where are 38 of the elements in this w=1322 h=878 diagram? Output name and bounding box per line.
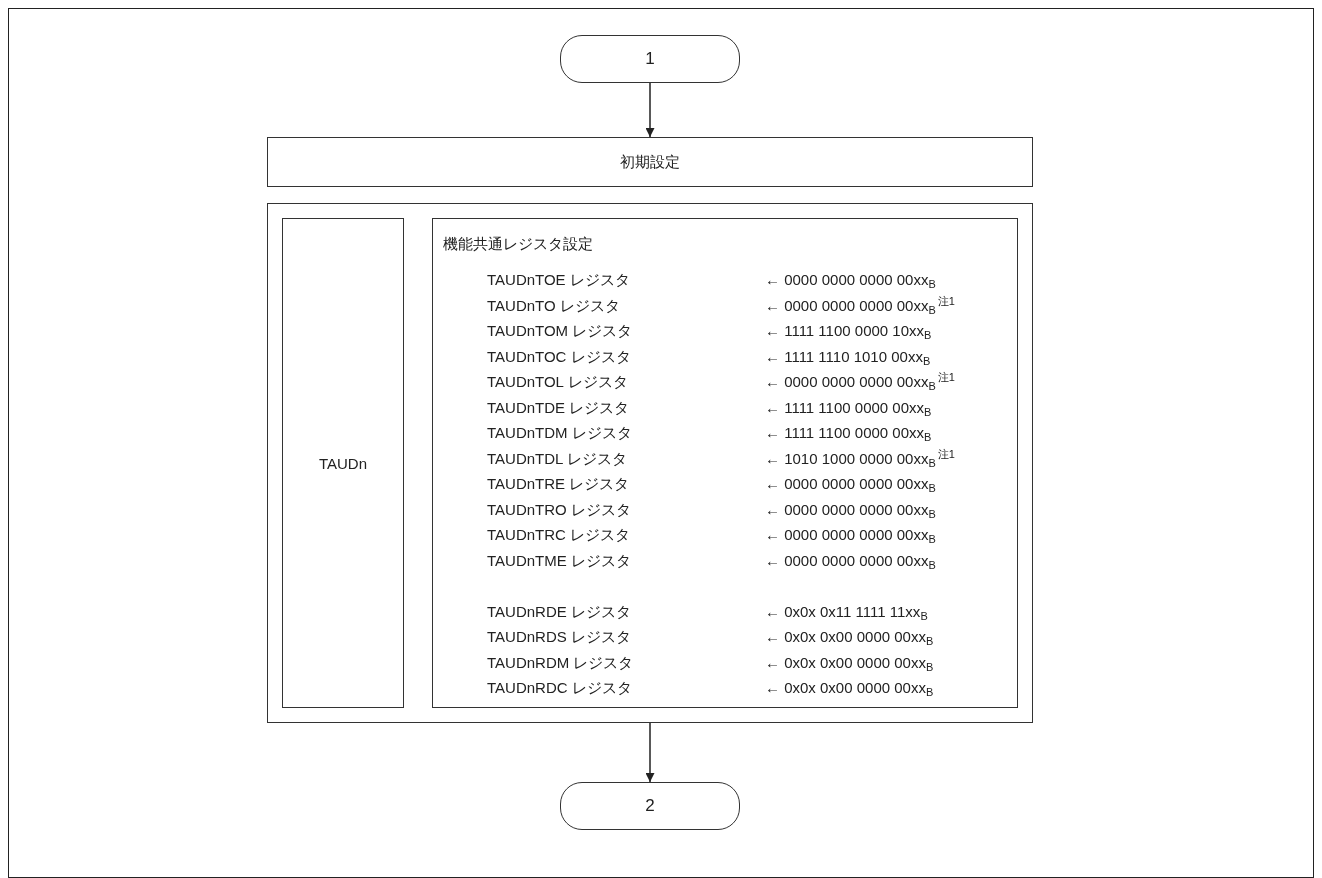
arrow [645,722,655,783]
register-name: TAUDnRDE レジスタ [487,602,631,621]
register-value: ← 0x0x 0x00 0000 00xx$_{B}$ [765,679,934,697]
register-name: TAUDnTDE レジスタ [487,398,630,417]
heading: 機能共通レジスタ設定 [443,235,593,253]
process-box: 初期設定 [267,137,1033,187]
register-name: TAUDnTDL レジスタ [487,449,627,468]
register-value: ← 1111 1110 1010 00xx$_{B}$ [765,347,931,366]
register-value: ← 0x0x 0x00 0000 00xx$_{B}$ [765,653,934,672]
register-name: TAUDnTOC レジスタ [487,347,631,366]
register-name: TAUDnTOE レジスタ [487,271,630,289]
register-value: ← 0000 0000 0000 00xx$_{B}$ [765,271,936,289]
register-name: TAUDnTOL レジスタ [487,373,628,391]
process-box: TAUDn [282,218,404,708]
register-name: TAUDnTRE レジスタ [487,475,630,493]
group-box [267,203,1033,723]
register-value: ← 1111 1100 0000 00xx$_{B}$ [765,398,932,417]
register-value: ← 0000 0000 0000 00xx$_{B}$ [765,500,936,519]
register-value: ← 1111 1100 0000 10xx$_{B}$ [765,322,932,340]
register-value: ← 0000 0000 0000 00xx$_{B}$ [765,475,936,493]
terminator: 1 [560,35,740,83]
register-name: TAUDnTOM レジスタ [487,322,633,340]
register-name: TAUDnTME レジスタ [487,551,631,570]
process-box [432,218,1018,708]
register-name: TAUDnRDS レジスタ [487,628,631,646]
register-name: TAUDnTRO レジスタ [487,500,631,519]
register-value: ← 0000 0000 0000 00xx$_{B}$ [765,551,936,570]
register-name: TAUDnRDM レジスタ [487,653,634,672]
register-value: ← 0x0x 0x11 1111 11xx$_{B}$ [765,602,928,621]
arrow [645,82,655,138]
register-name: TAUDnTDM レジスタ [487,424,632,442]
register-name: TAUDnRDC レジスタ [487,679,632,697]
register-value: ← 0000 0000 0000 00xx$_{B}$ [765,526,936,544]
terminator: 2 [560,782,740,830]
register-value: ← 0x0x 0x00 0000 00xx$_{B}$ [765,628,934,646]
register-name: TAUDnTO レジスタ [487,296,620,315]
register-name: TAUDnTRC レジスタ [487,526,631,544]
register-value: ← 1111 1100 0000 00xx$_{B}$ [765,424,932,442]
